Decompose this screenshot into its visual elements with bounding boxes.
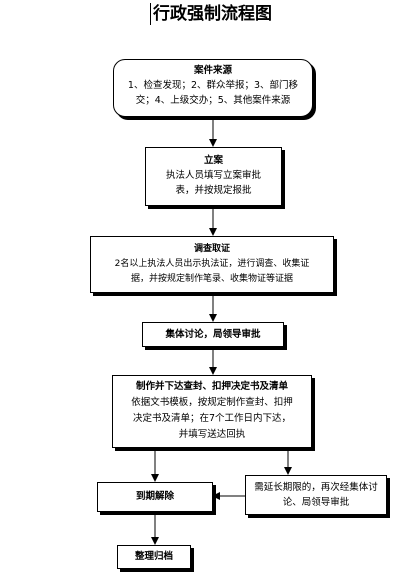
node-extension-line2: 论、局领导审批	[282, 497, 350, 508]
page-title: 行政强制流程图	[150, 3, 272, 25]
node-case-source-heading: 案件来源	[193, 65, 232, 76]
node-seizure-decision-heading: 制作并下达查封、扣押决定书及清单	[135, 381, 288, 392]
node-extension-line1: 需延长期限的，再次经集体讨	[254, 482, 378, 493]
node-case-source: 案件来源 1、检查发现；2、群众举报；3、部门移 交；4、上级交办；5、其他案件…	[113, 59, 313, 117]
node-case-source-line1: 1、检查发现；2、群众举报；3、部门移	[127, 80, 299, 91]
node-case-source-line2: 交；4、上级交办；5、其他案件来源	[135, 95, 291, 106]
node-archive: 整理归档	[117, 545, 191, 569]
node-filing-line2: 表，并按规定报批	[175, 185, 252, 196]
node-seizure-decision-line1: 依据文书模板，按规定制作查封、扣押	[131, 397, 293, 408]
node-seizure-decision: 制作并下达查封、扣押决定书及清单 依据文书模板，按规定制作查封、扣押 决定书及清…	[112, 375, 312, 448]
node-filing: 立案 执法人员填写立案审批 表，并按规定报批	[145, 147, 282, 206]
node-seizure-decision-line2: 决定书及清单；在7个工作日内下达，	[132, 413, 292, 424]
node-investigation-line2: 据，并按规定制作笔录、收集物证等证据	[130, 274, 293, 284]
node-filing-heading: 立案	[203, 155, 223, 166]
node-expiry-release: 到期解除	[97, 482, 213, 512]
node-investigation-heading: 调查取证	[193, 244, 230, 254]
node-investigation-line1: 2名以上执法人员出示执法证，进行调查、收集证	[114, 259, 310, 269]
node-extension: 需延长期限的，再次经集体讨 论、局领导审批	[245, 475, 387, 515]
node-investigation: 调查取证 2名以上执法人员出示执法证，进行调查、收集证 据，并按规定制作笔录、收…	[90, 236, 334, 293]
node-collective-discussion-heading: 集体讨论，局领导审批	[165, 329, 261, 340]
node-collective-discussion: 集体讨论，局领导审批	[142, 322, 284, 347]
node-filing-line1: 执法人员填写立案审批	[165, 170, 261, 181]
node-expiry-release-heading: 到期解除	[135, 491, 174, 502]
node-archive-heading: 整理归档	[134, 551, 173, 562]
node-seizure-decision-line3: 并填写送达回执	[178, 429, 246, 440]
